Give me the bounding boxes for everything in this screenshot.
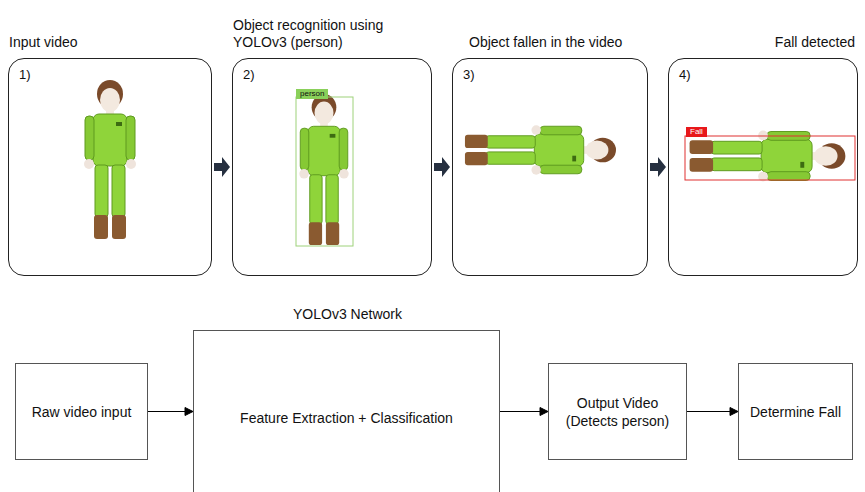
flow-arrow xyxy=(148,408,193,416)
process-box: Determine Fall xyxy=(738,363,853,460)
process-box: Output Video (Detects person) xyxy=(548,363,687,460)
block-arrow xyxy=(434,157,450,177)
frame-heading: Object fallen in the video xyxy=(469,34,649,51)
flow-arrow xyxy=(687,408,738,416)
flow-arrow xyxy=(500,408,548,416)
frame-heading: Object recognition using YOLOv3 (person) xyxy=(233,17,433,51)
process-box: Raw video input xyxy=(15,363,148,460)
frame-heading: Fall detected xyxy=(669,34,855,51)
box-label: Output Video (Detects person) xyxy=(549,394,686,430)
frame-panel: Input video1) xyxy=(8,58,212,276)
callout-number: 2) xyxy=(243,67,255,82)
box-label: Determine Fall xyxy=(742,403,849,421)
frame-heading: Input video xyxy=(9,34,209,51)
tag-text: person xyxy=(300,89,324,99)
box-label: Raw video input xyxy=(24,403,140,421)
callout-number: 3) xyxy=(463,67,475,82)
block-arrow xyxy=(214,157,230,177)
callout-number: 1) xyxy=(19,67,31,82)
frame-heading: YOLOv3 Network xyxy=(194,306,501,323)
box-label: Feature Extraction + Classification xyxy=(232,409,461,427)
network-box: YOLOv3 NetworkFeature Extraction + Class… xyxy=(193,330,500,492)
frame-panel: Object recognition using YOLOv3 (person)… xyxy=(232,58,432,276)
detection-tag: person xyxy=(296,89,328,99)
tag-text: Fall xyxy=(690,127,703,137)
frame-panel: Fall detected4)Fall xyxy=(668,58,858,276)
detection-tag: Fall xyxy=(686,127,707,137)
callout-number: 4) xyxy=(679,67,691,82)
frame-panel: Object fallen in the video3) xyxy=(452,58,648,276)
block-arrow xyxy=(650,157,666,177)
